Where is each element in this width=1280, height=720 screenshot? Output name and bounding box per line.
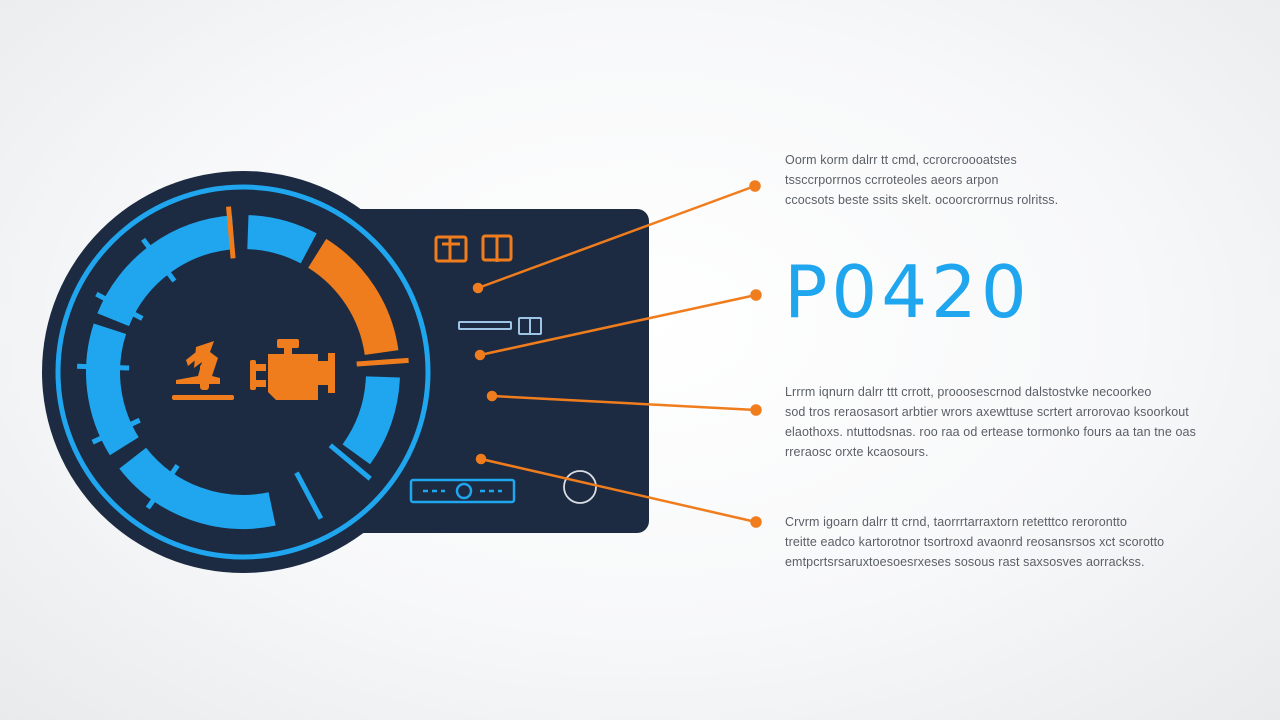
callout-1-line-1: Oorm korm dalrr tt cmd, ccrorcroooatstes — [785, 153, 1017, 167]
connector-line-4 — [480, 457, 757, 524]
callout-2-line-3: elaothoxs. ntuttodsnas. roo raa od ertea… — [785, 425, 1196, 439]
gauge-tick-6 — [294, 471, 324, 520]
connector-dot-end-3 — [750, 404, 762, 416]
callout-2-line-2: sod tros reraosasort arbtier wrors axewt… — [785, 405, 1189, 419]
callout-1-line-2: tssccrporrnos ccrroteoles aeors arpon — [785, 173, 999, 187]
connector-dot-end-4 — [750, 516, 762, 528]
gauge-tick-4 — [356, 357, 409, 367]
connector-line-1 — [477, 184, 756, 290]
check-engine-icon — [250, 339, 335, 400]
callout-text-2: Lrrrm iqnurn dalrr ttt crrott, prooosesc… — [785, 382, 1196, 462]
connector-line-2 — [479, 293, 757, 357]
gauge-arc-blue-top — [246, 215, 317, 264]
gauge-arc-blue-left — [86, 323, 139, 456]
gauge-tick-9 — [77, 363, 130, 371]
callout-connectors — [472, 180, 762, 528]
gauge-outer-ring — [55, 184, 431, 560]
callout-1-line-3: ccocsots beste ssits skelt. ocoorcrorrnu… — [785, 193, 1059, 207]
callout-text-1: Oorm korm dalrr tt cmd, ccrorcroooatstes… — [785, 150, 1058, 210]
connector-line-3 — [491, 394, 757, 412]
gauge-arc-orange — [307, 238, 399, 356]
gauge-tick-7 — [145, 463, 180, 510]
connector-dot-start-3 — [486, 390, 498, 402]
callout-text-3: Crvrm igoarn dalrr tt crnd, taorrrtarrax… — [785, 512, 1164, 572]
warning-figure-icon — [172, 341, 234, 400]
callout-3-line-3: emtpcrtsrsaruxtoesoesrxeses sosous rast … — [785, 555, 1145, 569]
connector-dot-start-2 — [474, 349, 486, 361]
gauge-tick-8 — [91, 417, 141, 445]
gauge-tick-marks — [77, 206, 409, 520]
callout-3-line-1: Crvrm igoarn dalrr tt crnd, taorrrtarrax… — [785, 515, 1128, 529]
battery-indicator-icon — [409, 478, 516, 504]
gauge-arc-blue-left-small — [97, 293, 137, 327]
callout-2-line-4: rreraosc orxte kcaosours. — [785, 445, 929, 459]
callout-3-line-2: treitte eadco kartorotnor tsortroxd avao… — [785, 535, 1165, 549]
gauge-tick-2 — [141, 237, 177, 283]
gauge-tick-1 — [95, 291, 144, 321]
gauge-arc-blue-bottom — [119, 447, 276, 529]
connector-dot-start-4 — [475, 453, 487, 465]
dtc-code: P0420 — [784, 250, 1031, 334]
fuel-gauge-icon — [458, 317, 542, 335]
connector-dot-end-2 — [750, 289, 762, 301]
connector-dot-end-1 — [749, 180, 761, 192]
circle-indicator-icon — [563, 470, 597, 504]
thermometer-icon — [434, 234, 513, 263]
connector-dot-start-1 — [472, 282, 484, 294]
gauge-tick-5 — [328, 443, 372, 481]
gauge-arc-blue-right — [342, 375, 400, 465]
callout-2-line-1: Lrrrm iqnurn dalrr ttt crrott, prooosesc… — [785, 385, 1152, 399]
gauge-tick-3 — [226, 206, 236, 259]
